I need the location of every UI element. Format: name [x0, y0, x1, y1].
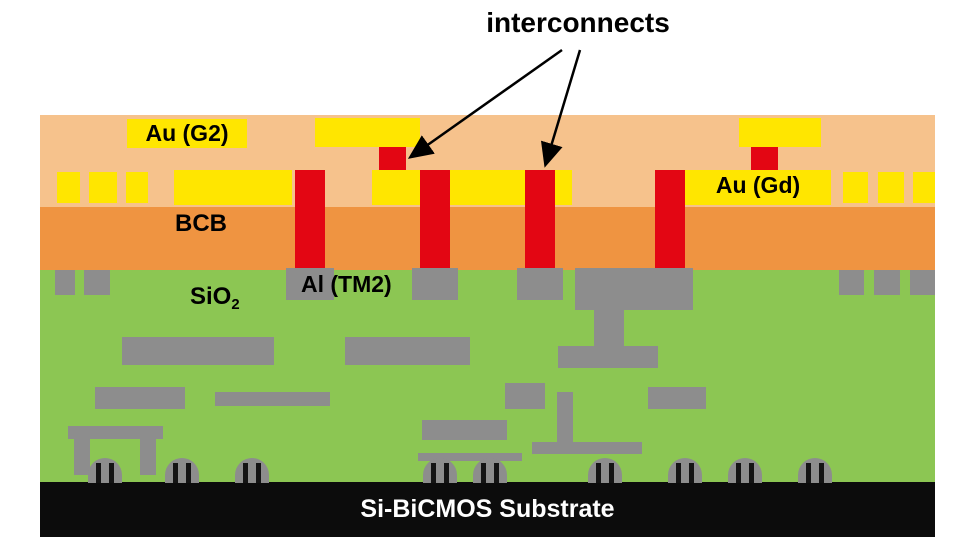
metal-bar [648, 387, 706, 409]
au-gd-square [843, 172, 868, 203]
substrate-label: Si-BiCMOS Substrate [360, 494, 615, 523]
metal-bracket-post [140, 437, 156, 475]
al-tm2-wide-pad [575, 268, 693, 310]
transistor [668, 458, 702, 483]
interconnect-via [379, 147, 406, 173]
al-tm2-pad [412, 268, 458, 300]
au-g2-label-pad [127, 119, 247, 148]
transistor [588, 458, 622, 483]
metal-bracket-post [74, 437, 90, 475]
au-gd-pad [450, 170, 527, 205]
metal-bar [532, 442, 642, 454]
metal-square [505, 383, 545, 409]
metal-square [839, 270, 864, 295]
au-g2-pad [739, 118, 821, 147]
substrate-layer: Si-BiCMOS Substrate [40, 482, 935, 537]
al-tm2-pad [286, 268, 334, 300]
metal-bar [558, 346, 658, 368]
interconnect-via [655, 170, 685, 276]
au-gd-square [57, 172, 80, 203]
transistor [423, 458, 457, 483]
metal-stem [594, 308, 624, 348]
transistor [728, 458, 762, 483]
bcb-layer [40, 207, 935, 270]
sio2-label: SiO2 [190, 283, 240, 314]
metal-square [55, 270, 75, 295]
au-gd-pad [174, 170, 292, 205]
transistor [798, 458, 832, 483]
interconnect-via [525, 170, 555, 276]
metal-bar [95, 387, 185, 409]
au-gd-pad [555, 170, 572, 205]
au-gd-pad [372, 170, 420, 205]
bcb-label: BCB [175, 210, 227, 237]
metal-square [84, 270, 110, 295]
au-g2-label: Au (G2) [145, 120, 229, 146]
transistor [235, 458, 269, 483]
metal-square [910, 270, 935, 295]
transistor [88, 458, 122, 483]
metal-bar [215, 392, 330, 406]
au-gd-labeled-pad [685, 170, 831, 205]
sio2-label-base: SiO [190, 283, 232, 310]
al-tm2-label: Al (TM2) [301, 271, 392, 297]
sio2-label-sub: 2 [231, 297, 240, 314]
metal-bar [122, 337, 274, 365]
interconnects-label: interconnects [486, 7, 670, 38]
au-g2-pad [315, 118, 420, 147]
transistor [165, 458, 199, 483]
metal-line [418, 453, 522, 461]
transistor [473, 458, 507, 483]
metal-bar [345, 337, 470, 365]
interconnect-via [751, 147, 778, 173]
au-gd-square [89, 172, 117, 203]
metal-stem [557, 392, 573, 444]
metal-bracket-top [68, 426, 163, 439]
sio2-layer [40, 270, 935, 482]
au-gd-square [913, 172, 935, 203]
metal-bar [422, 420, 507, 440]
interconnect-via [295, 170, 325, 276]
au-gd-label: Au (Gd) [715, 172, 801, 198]
metal-square [874, 270, 900, 295]
al-tm2-pad [517, 268, 563, 300]
au-gd-square [878, 172, 904, 203]
interconnect-via [420, 170, 450, 276]
au-gd-square [126, 172, 148, 203]
